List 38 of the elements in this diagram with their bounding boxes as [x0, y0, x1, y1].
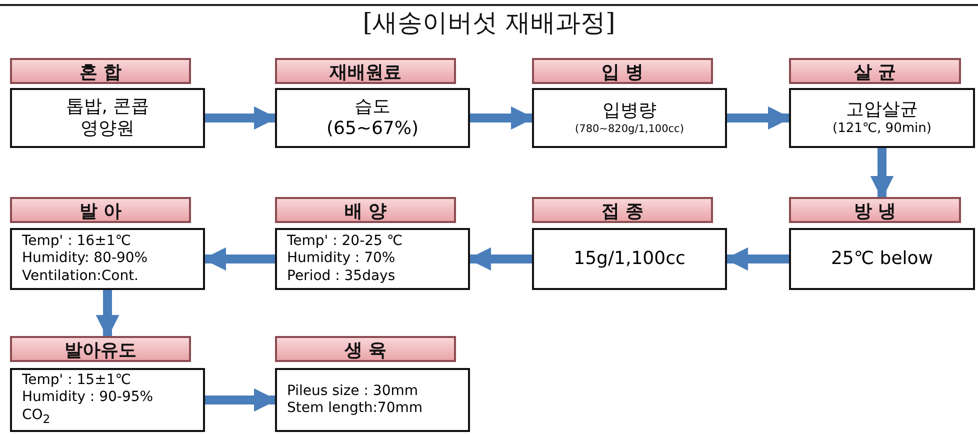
box-text: Pileus size : 30mm: [287, 382, 419, 400]
step-header: 배 양: [275, 197, 456, 223]
box-text: Humidity : 70%: [287, 250, 396, 268]
box-text: Humidity: 80-90%: [22, 250, 149, 268]
step-header: 혼 합: [10, 58, 191, 84]
box-text: Period : 35days: [287, 268, 396, 286]
arrow: [870, 148, 894, 200]
step-header: 방 냉: [789, 197, 961, 223]
box-text: Temp' : 20-25 ℃: [287, 232, 404, 250]
arrow: [205, 388, 278, 412]
box-text: (121℃, 90min): [832, 121, 932, 138]
box-text: Stem length:70mm: [287, 400, 424, 418]
box-text: 입병량: [602, 100, 658, 123]
step-header: 재배원료: [275, 58, 456, 84]
box-text: Humidity : 90-95%: [22, 389, 154, 407]
step-header: 살 균: [789, 58, 961, 84]
arrow: [96, 290, 120, 338]
box-text: 톱밥, 콘콥: [64, 96, 150, 118]
box-text: Temp' : 15±1℃: [22, 372, 132, 390]
step-header: 발아유도: [10, 336, 191, 362]
box-text: 습도: [354, 96, 392, 118]
box-text: 15g/1,100cc: [572, 248, 686, 270]
step-header: 생 육: [275, 336, 456, 362]
arrow: [470, 106, 534, 130]
box-text: (65~67%): [325, 118, 420, 140]
arrow: [205, 106, 278, 130]
box-text: Ventilation:Cont.: [22, 268, 140, 286]
step-header: 발 아: [10, 197, 191, 223]
box-text: (780~820g/1,100cc): [574, 122, 685, 136]
box-text: 영양원: [80, 118, 136, 140]
step-header: 접 종: [532, 197, 713, 223]
box-text: CO$_{2}$: [22, 406, 52, 428]
arrow: [727, 106, 792, 130]
box-text: 고압살균: [845, 98, 919, 122]
title: [새송이버섯 재배과정]: [362, 7, 616, 39]
box-text: Temp' : 16±1℃: [22, 232, 132, 250]
box-text: 25℃ below: [830, 248, 934, 270]
step-header: 입 병: [532, 58, 713, 84]
